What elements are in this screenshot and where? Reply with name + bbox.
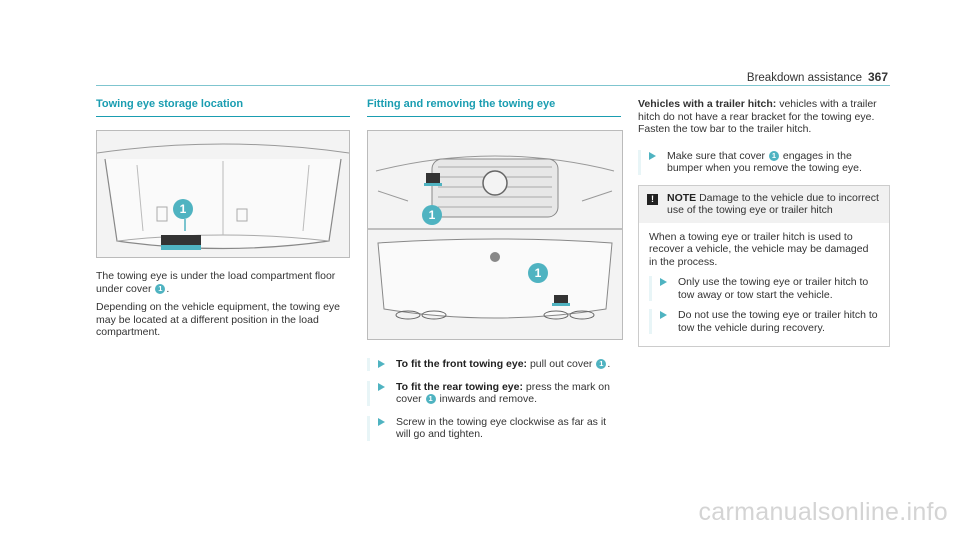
step-screw-text: Screw in the towing eye clockwise as far… [396, 415, 607, 441]
figure-load-compartment: 1 [96, 130, 350, 258]
note-header: ! NOTE Damage to the vehicle due to incor… [639, 185, 889, 223]
note-body-text: When a towing eye or trailer hitch is us… [649, 230, 869, 268]
trailer-intro-text: vehicles with a trailer hitch do not hav… [638, 98, 877, 135]
step-rear-tail: inwards and remove. [436, 393, 537, 405]
step-rear-text: press the mark on cover [396, 380, 610, 406]
note-body: When a towing eye or trailer hitch is us… [639, 223, 889, 347]
callout-badge-front: 1 [422, 205, 442, 225]
callout-num-icon: 1 [596, 359, 607, 370]
bumper-illustration [368, 131, 622, 339]
note-step-1-text: Only use the towing eye or trailer hitch… [678, 276, 869, 301]
column-fitting: Fitting and removing the towing eye [367, 98, 623, 451]
header-section: Breakdown assistance [746, 72, 862, 84]
note-box: ! NOTE Damage to the vehicle due to incor… [638, 184, 890, 347]
step-arrow-icon [378, 417, 385, 426]
column-storage-location: Towing eye storage location 1 The towing… [96, 98, 350, 345]
step-front-text: pull out cover [527, 358, 593, 370]
step-arrow-icon [660, 278, 667, 286]
note-label: NOTE [667, 191, 697, 204]
figure-front-rear-bumper: 1 1 [367, 130, 623, 340]
trailer-intro-bold: Vehicles with a trailer hitch: [638, 98, 777, 110]
callout-badge-rear: 1 [528, 263, 548, 283]
callout-num-icon: 1 [155, 283, 166, 294]
step-front-tail: . [607, 358, 611, 370]
step-arrow-icon [378, 360, 385, 368]
step-cover-engages: Make sure that cover 1 engages in the bu… [638, 149, 890, 175]
step-cover-text-a: Make sure that cover [667, 149, 766, 162]
section-title-fitting: Fitting and removing the towing eye [367, 98, 621, 117]
note-step-2: Do not use the towing eye or trailer hit… [649, 309, 879, 334]
load-compartment-illustration [97, 131, 349, 257]
step-rear-bold: To fit the rear towing eye: [396, 380, 523, 393]
step-arrow-icon [660, 311, 667, 319]
storage-text-1b: . [166, 282, 170, 295]
step-front-towing-eye: To fit the front towing eye: pull out co… [367, 358, 621, 371]
column-trailer-hitch: Vehicles with a trailer hitch: vehicles … [638, 98, 890, 347]
callout-num-icon: 1 [768, 150, 779, 161]
paragraph-storage-1: The towing eye is under the load compart… [96, 270, 350, 295]
callout-badge-storage: 1 [173, 199, 193, 219]
section-title-storage: Towing eye storage location [96, 98, 350, 117]
page-header: Breakdown assistance 367 [747, 70, 888, 84]
step-screw-in: Screw in the towing eye clockwise as far… [367, 415, 621, 441]
step-arrow-icon [649, 151, 656, 160]
paragraph-storage-2: Depending on the vehicle equipment, the … [96, 301, 341, 338]
callout-num-icon: 1 [425, 394, 436, 405]
paragraph-trailer-intro: Vehicles with a trailer hitch: vehicles … [638, 98, 890, 136]
header-rule [96, 85, 890, 86]
step-rear-towing-eye: To fit the rear towing eye: press the ma… [367, 380, 621, 406]
step-front-bold: To fit the front towing eye: [396, 358, 528, 370]
note-step-2-text: Do not use the towing eye or trailer hit… [678, 309, 878, 334]
watermark: carmanualsonline.info [698, 498, 948, 526]
note-step-1: Only use the towing eye or trailer hitch… [649, 276, 879, 301]
step-cover-text-b: engages in the bumper when you remove th… [667, 149, 862, 175]
page-number: 367 [867, 70, 888, 84]
step-arrow-icon [378, 382, 385, 391]
note-head-text: Damage to the vehicle due to incorrect u… [667, 191, 879, 217]
warning-icon: ! [647, 193, 658, 205]
storage-text-1a: The towing eye is under the load compart… [96, 270, 336, 295]
